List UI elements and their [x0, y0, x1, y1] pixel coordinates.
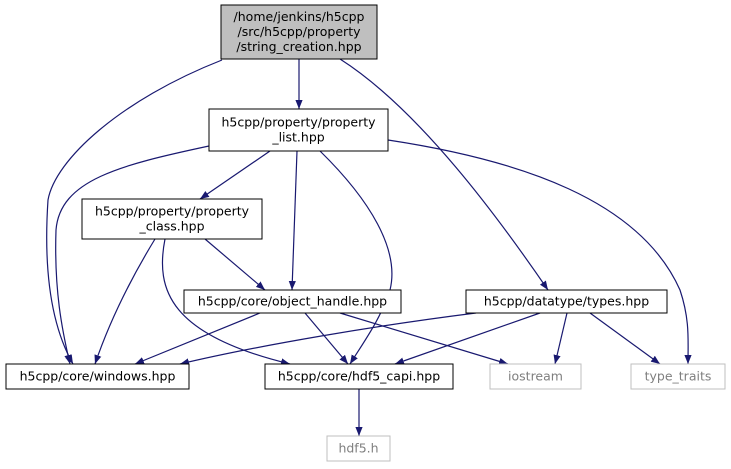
node-label: _list.hpp	[271, 130, 324, 145]
node-box	[465, 289, 668, 314]
node-box	[5, 363, 190, 390]
node-label: /home/jenkins/h5cpp	[234, 9, 365, 24]
edge-plist-to-objh	[288, 150, 298, 291]
node-iostream[interactable]: iostream	[489, 363, 582, 390]
node-label: _class.hpp	[138, 219, 204, 234]
node-types[interactable]: h5cpp/datatype/types.hpp	[465, 289, 668, 314]
node-box	[220, 4, 378, 60]
edge-pclass-to-capi	[161, 238, 291, 366]
node-label: type_traits	[645, 369, 712, 384]
node-box	[208, 108, 389, 152]
node-box	[183, 289, 402, 314]
edge-types-to-type_traits	[589, 312, 661, 365]
edge-objh-to-windows	[134, 312, 261, 365]
node-label: h5cpp/property/property	[95, 204, 250, 219]
edge-types-to-windows	[179, 312, 477, 366]
node-windows[interactable]: h5cpp/core/windows.hpp	[5, 363, 190, 390]
node-pclass[interactable]: h5cpp/property/property_class.hpp	[81, 198, 263, 240]
edge-pclass-to-objh	[204, 238, 266, 291]
node-root: /home/jenkins/h5cpp/src/h5cpp/property/s…	[220, 4, 378, 60]
node-box	[326, 435, 391, 462]
edge-types-to-capi	[394, 312, 541, 365]
node-label: h5cpp/datatype/types.hpp	[484, 294, 649, 309]
node-box	[630, 363, 726, 390]
node-plist[interactable]: h5cpp/property/property_list.hpp	[208, 108, 389, 152]
node-hdf5[interactable]: hdf5.h	[326, 435, 391, 462]
edge-objh-to-capi	[304, 312, 349, 365]
node-box	[264, 363, 454, 390]
edge-root-to-types	[339, 58, 549, 291]
edge-plist-to-capi	[319, 150, 393, 365]
node-capi[interactable]: h5cpp/core/hdf5_capi.hpp	[264, 363, 454, 390]
edge-pclass-to-windows	[94, 238, 156, 365]
node-label: /src/h5cpp/property	[237, 24, 361, 39]
node-objh[interactable]: h5cpp/core/object_handle.hpp	[183, 289, 402, 314]
node-label: /string_creation.hpp	[236, 39, 361, 54]
node-box	[81, 198, 263, 240]
edge-types-to-iostream	[553, 312, 568, 365]
node-type_traits[interactable]: type_traits	[630, 363, 726, 390]
edge-objh-to-iostream	[339, 312, 509, 365]
edge-root-to-windows	[46, 59, 223, 365]
node-label: h5cpp/core/object_handle.hpp	[198, 294, 387, 309]
node-label: h5cpp/property/property	[221, 115, 376, 130]
node-label: h5cpp/core/windows.hpp	[20, 369, 176, 384]
node-label: iostream	[508, 369, 563, 384]
node-label: h5cpp/core/hdf5_capi.hpp	[278, 369, 440, 384]
node-box	[489, 363, 582, 390]
edge-plist-to-windows	[55, 145, 210, 365]
edge-plist-to-pclass	[199, 150, 271, 200]
edge-plist-to-type_traits	[387, 139, 692, 365]
node-label: hdf5.h	[338, 441, 378, 456]
